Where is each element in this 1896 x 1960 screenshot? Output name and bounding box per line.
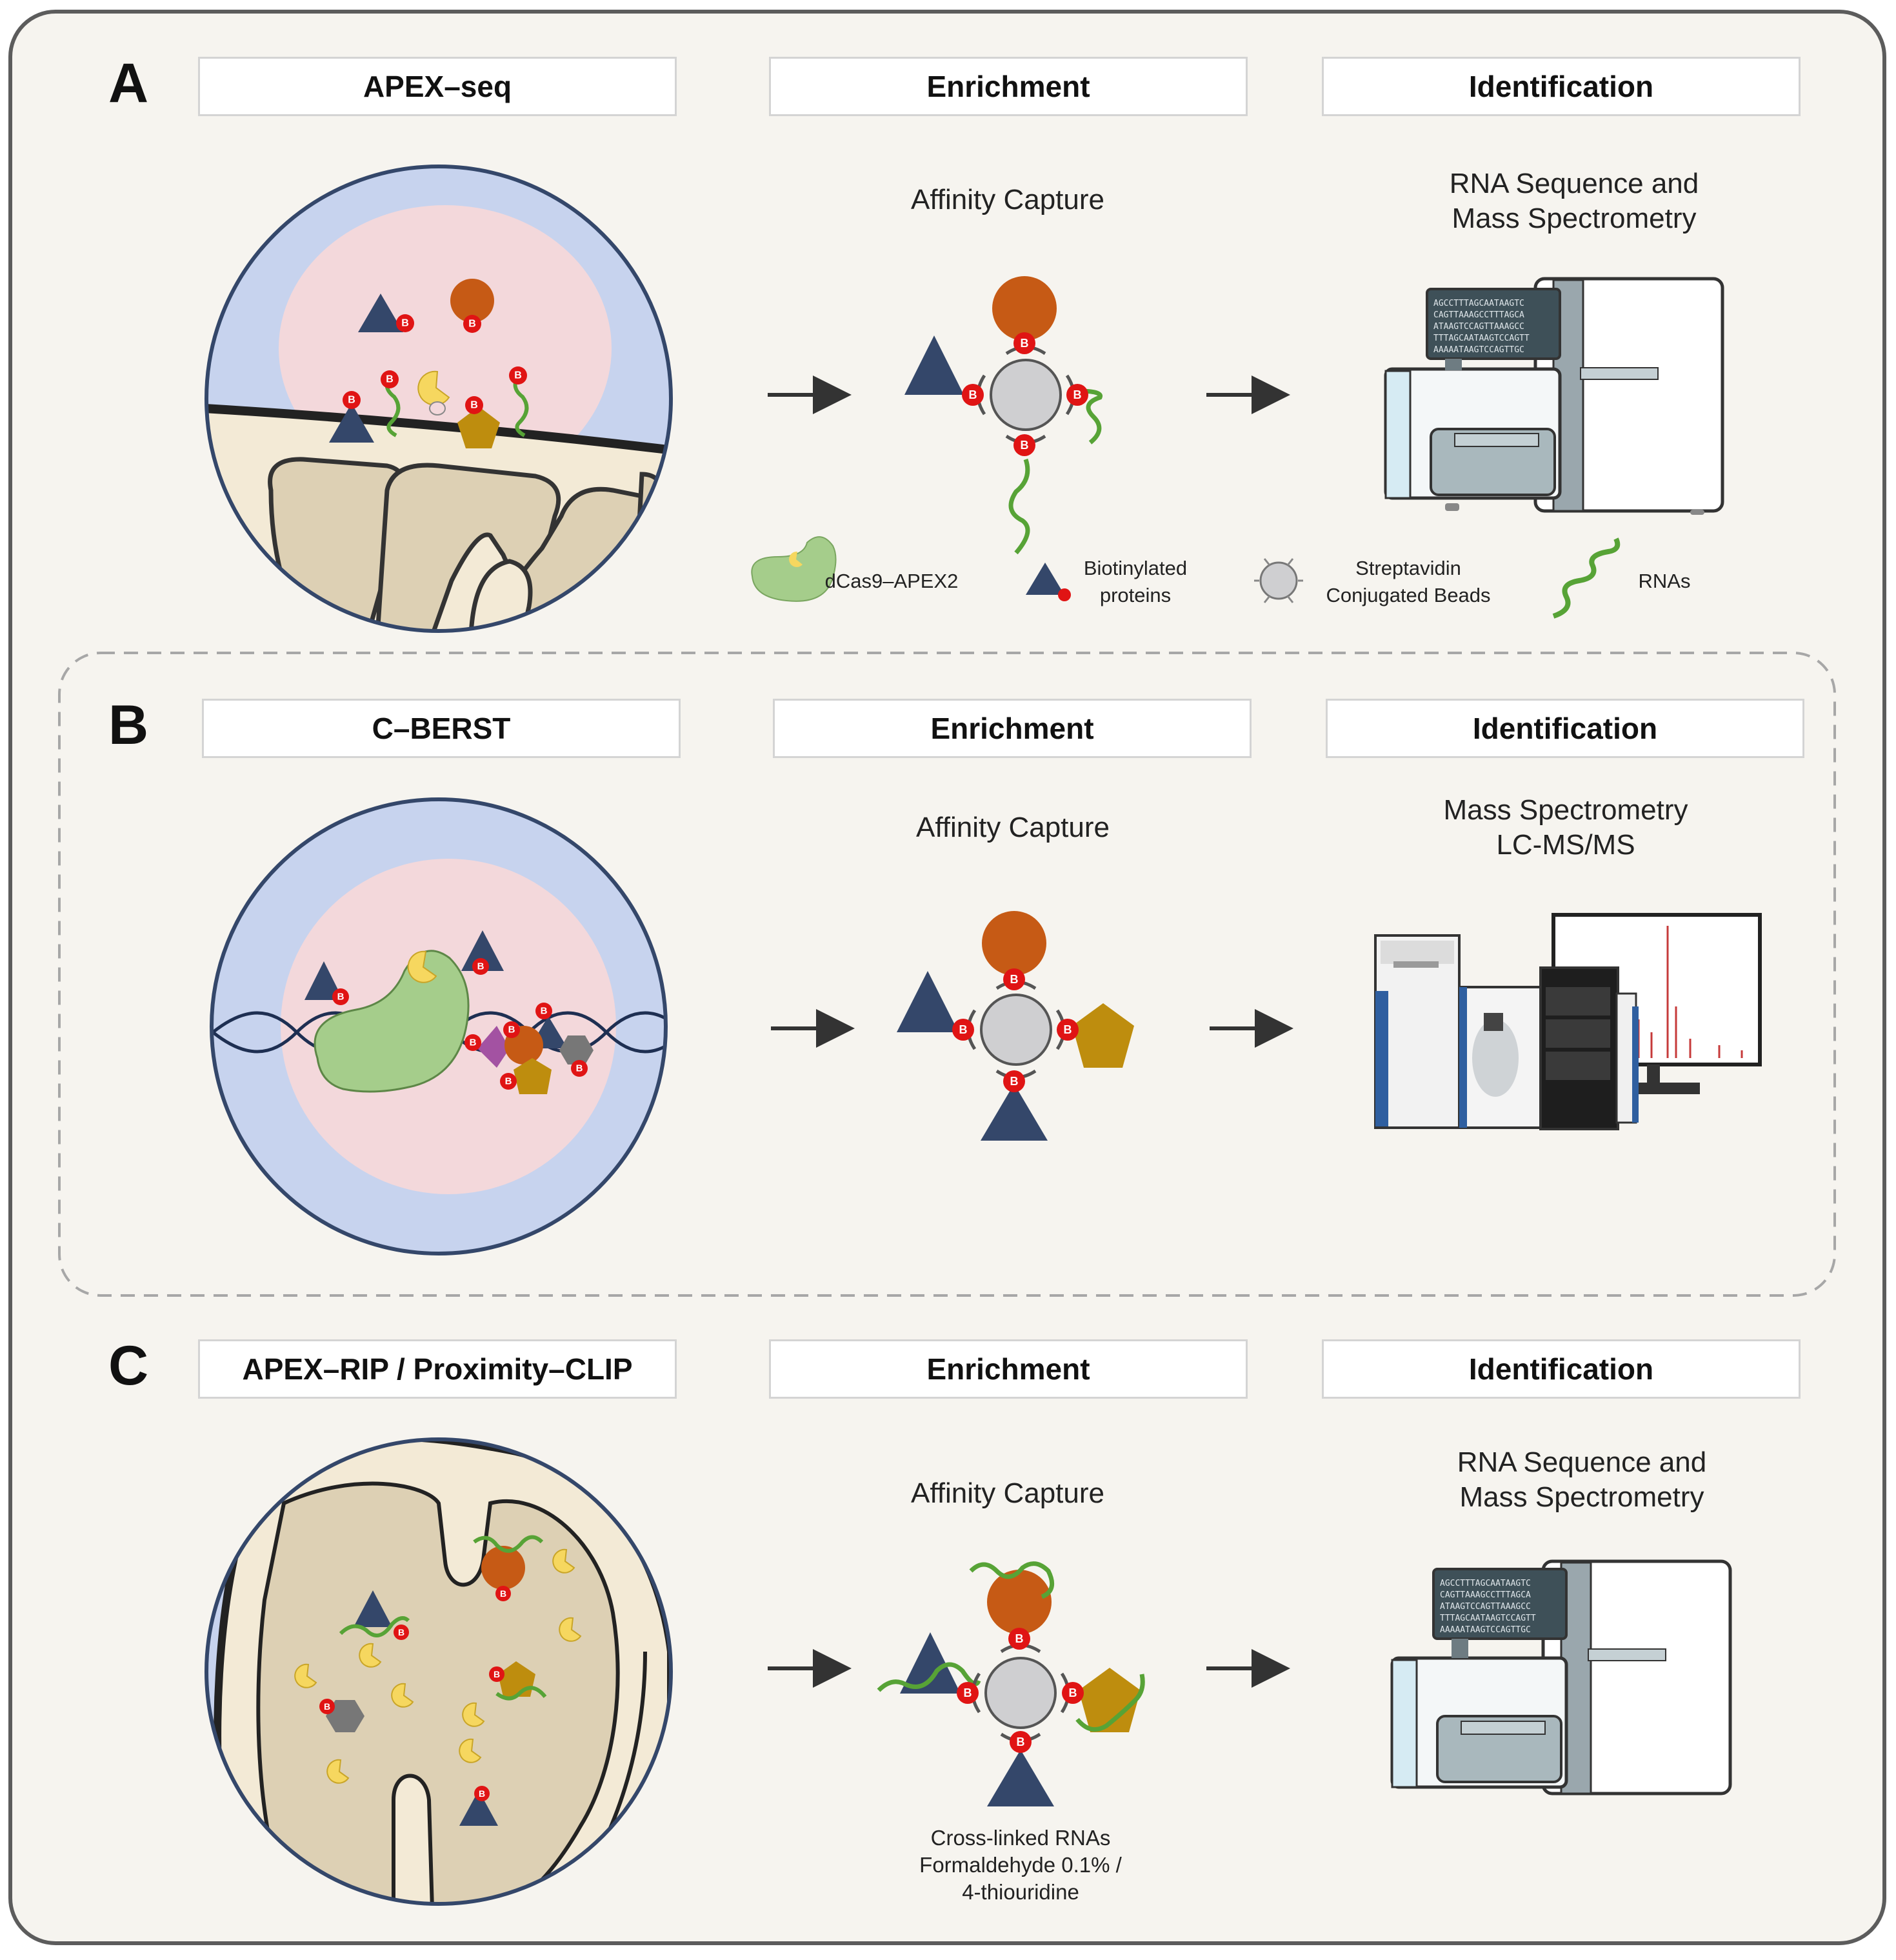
panel-b-method-header: C–BERST — [202, 699, 681, 758]
seq-line: TTTAGCAATAAGTCCAGTT — [1440, 1614, 1536, 1623]
label-line: Cross-linked RNAs — [930, 1826, 1111, 1850]
panel-c-method-header: APEX–RIP / Proximity–CLIP — [198, 1339, 677, 1399]
svg-text:B: B — [514, 370, 522, 381]
seq-line: AGCCTTTAGCAATAAGTC — [1433, 299, 1524, 308]
panel-b-enrichment-header: Enrichment — [773, 699, 1252, 758]
label-line: Conjugated Beads — [1326, 584, 1491, 606]
legend-icons — [751, 536, 1621, 619]
legend-rna-label: RNAs — [1638, 570, 1691, 592]
svg-text:B: B — [1015, 1632, 1024, 1645]
label-line: Formaldehyde 0.1% / — [919, 1853, 1122, 1877]
panel-a-capture-complex: B B B B — [904, 276, 1103, 555]
legend-bead-label: Streptavidin Conjugated Beads — [1302, 555, 1515, 609]
svg-text:B: B — [1021, 337, 1029, 350]
legend-dcas9-label: dCas9–APEX2 — [824, 570, 959, 592]
svg-text:B: B — [508, 1025, 515, 1035]
svg-text:B: B — [477, 961, 484, 972]
seq-line: ATAAGTCCAGTTAAAGCC — [1440, 1602, 1531, 1612]
panel-a-sequencer-machine: AGCCTTTAGCAATAAGTC CAGTTAAAGCCTTTAGCA AT… — [1384, 277, 1724, 515]
svg-text:B: B — [959, 1023, 968, 1036]
svg-text:B: B — [386, 374, 394, 385]
svg-text:B: B — [479, 1788, 485, 1799]
panel-c-sequence-readout: AGCCTTTAGCAATAAGTC CAGTTAAAGCCTTTAGCA AT… — [1440, 1579, 1536, 1635]
svg-text:B: B — [470, 400, 478, 411]
svg-text:B: B — [337, 992, 344, 1003]
svg-text:B: B — [494, 1669, 500, 1679]
svg-text:B: B — [324, 1701, 330, 1712]
panel-b-dashed-box — [58, 652, 1836, 1297]
svg-text:B: B — [468, 319, 476, 330]
panel-c-enrichment-header: Enrichment — [769, 1339, 1248, 1399]
legend-biotinylated-label: Biotinylated proteins — [1064, 555, 1206, 609]
seq-line: AAAAATAAGTCCAGTTGC — [1440, 1625, 1531, 1635]
panel-c-identification-header: Identification — [1322, 1339, 1801, 1399]
panel-b-cell-illustration: B B B B B B B — [210, 797, 668, 1255]
panel-c-letter: C — [108, 1335, 149, 1397]
panel-b-letter: B — [108, 694, 149, 756]
panel-a-letter: A — [108, 52, 149, 114]
seq-line: TTTAGCAATAAGTCCAGTT — [1433, 334, 1530, 343]
panel-a-enrichment-header: Enrichment — [769, 57, 1248, 116]
svg-text:B: B — [505, 1076, 512, 1087]
panel-b-identification-header: Identification — [1326, 699, 1804, 758]
streptavidin-bead-icon — [1254, 558, 1303, 603]
panel-c-mitochondrion-illustration: B B B B B — [205, 1437, 673, 1906]
svg-text:B: B — [348, 395, 355, 406]
panel-a-method-header: APEX–seq — [198, 57, 677, 116]
label-line: 4-thiouridine — [962, 1880, 1079, 1904]
apex-enzymes — [294, 1548, 582, 1784]
label-line: Biotinylated — [1083, 557, 1188, 579]
svg-text:B: B — [1069, 1686, 1077, 1699]
panel-c-capture-complex: B B B B — [877, 1561, 1145, 1806]
rna-icon — [1552, 537, 1621, 619]
svg-text:B: B — [500, 1588, 506, 1599]
panel-c-sequencer-machine: AGCCTTTAGCAATAAGTC CAGTTAAAGCCTTTAGCA AT… — [1390, 1559, 1732, 1795]
svg-text:B: B — [964, 1686, 972, 1699]
svg-text:B: B — [541, 1006, 548, 1017]
seq-line: CAGTTAAAGCCTTTAGCA — [1440, 1590, 1531, 1600]
svg-text:B: B — [470, 1037, 477, 1048]
label-line: LC-MS/MS — [1496, 829, 1635, 861]
seq-line: CAGTTAAAGCCTTTAGCA — [1433, 310, 1524, 320]
dcas9-apex2-icon — [751, 536, 837, 602]
svg-text:B: B — [1073, 388, 1082, 401]
svg-text:B: B — [1064, 1023, 1072, 1036]
label-line: Streptavidin — [1355, 557, 1461, 579]
svg-text:B: B — [1010, 973, 1019, 986]
panel-a-identification-label: RNA Sequence and Mass Spectrometry — [1381, 166, 1768, 236]
panel-c-crosslink-note: Cross-linked RNAs Formaldehyde 0.1% / 4-… — [879, 1825, 1163, 1906]
label-line: Mass Spectrometry — [1459, 1481, 1704, 1513]
svg-text:B: B — [401, 318, 409, 329]
seq-line: AAAAATAAGTCCAGTTGC — [1433, 345, 1524, 355]
panel-b-identification-label: Mass Spectrometry LC-MS/MS — [1372, 793, 1759, 863]
seq-line: ATAAGTCCAGTTAAAGCC — [1433, 322, 1524, 332]
label-line: proteins — [1099, 584, 1172, 606]
label-line: RNA Sequence and — [1457, 1446, 1707, 1478]
svg-text:B: B — [1017, 1735, 1025, 1748]
svg-text:B: B — [576, 1063, 583, 1074]
label-line: Mass Spectrometry — [1443, 794, 1688, 826]
label-line: RNA Sequence and — [1449, 168, 1699, 199]
label-line: Mass Spectrometry — [1452, 203, 1697, 234]
panel-b-lcms-instrument — [1374, 913, 1762, 1130]
svg-text:B: B — [1021, 439, 1029, 452]
svg-text:B: B — [1010, 1075, 1019, 1088]
panel-c-capture-label: Affinity Capture — [910, 1477, 1104, 1509]
panel-b-capture-label: Affinity Capture — [915, 812, 1110, 843]
svg-text:B: B — [969, 388, 977, 401]
svg-text:B: B — [398, 1627, 404, 1637]
panel-c-identification-label: RNA Sequence and Mass Spectrometry — [1388, 1445, 1775, 1515]
panel-a-sequence-readout: AGCCTTTAGCAATAAGTC CAGTTAAAGCCTTTAGCA AT… — [1433, 299, 1530, 355]
panel-b-capture-complex: B B B B — [897, 911, 1134, 1141]
seq-line: AGCCTTTAGCAATAAGTC — [1440, 1579, 1531, 1588]
panel-a-capture-label: Affinity Capture — [910, 184, 1104, 215]
panel-a-identification-header: Identification — [1322, 57, 1801, 116]
biotinylated-protein-icon — [1026, 563, 1064, 595]
